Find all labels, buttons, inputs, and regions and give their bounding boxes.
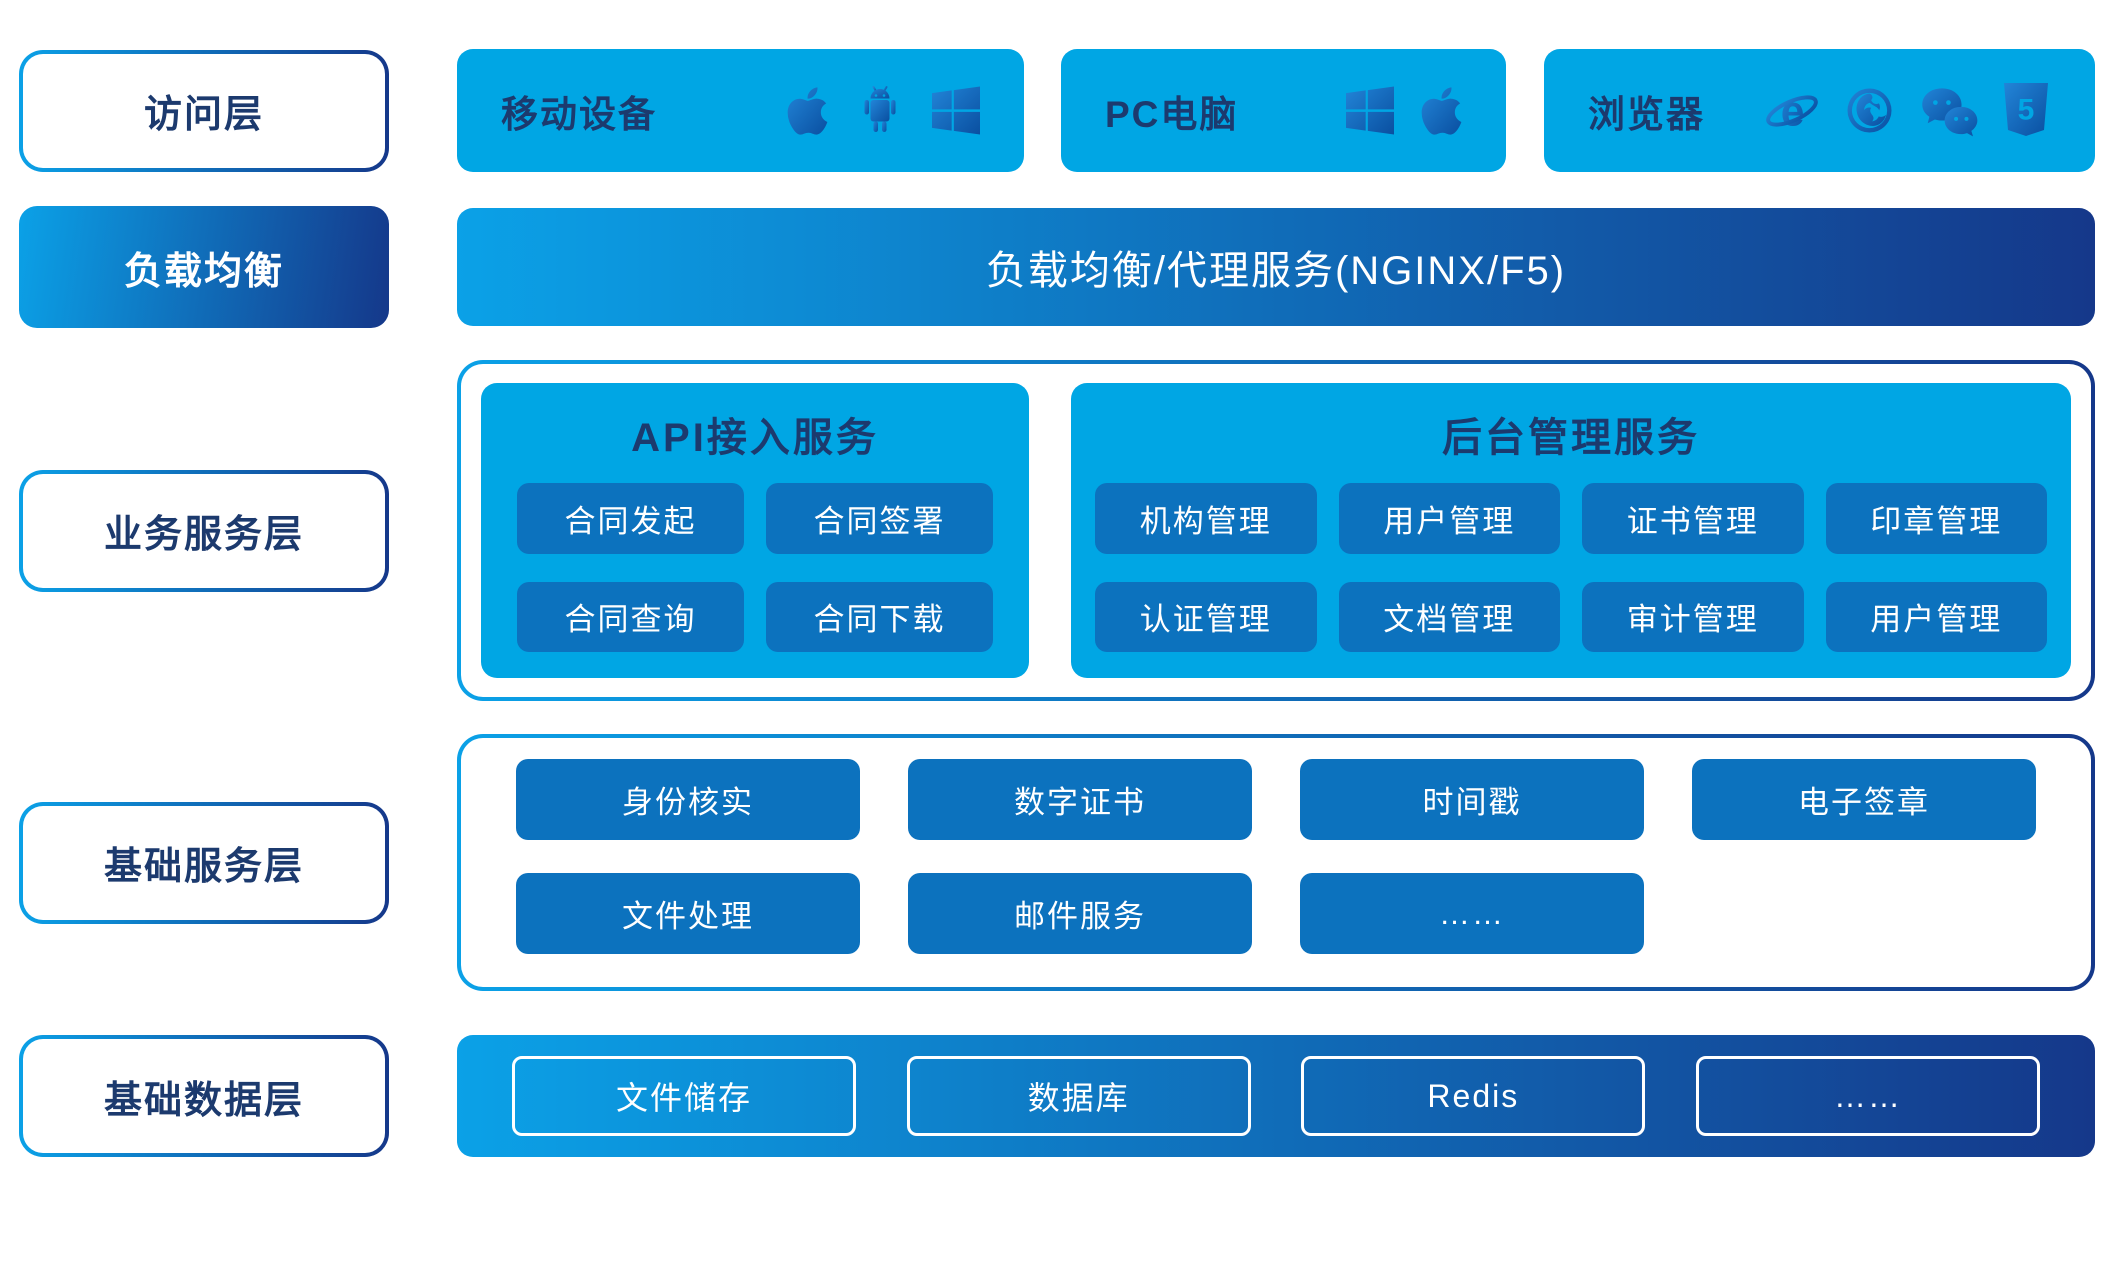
service-button: 文件处理: [516, 873, 860, 954]
basic-data-row: 基础数据层 文件储存 数据库 Redis ……: [19, 1035, 2095, 1157]
access-layer-label: 访问层: [143, 94, 264, 136]
mobile-device-box: 移动设备: [457, 49, 1024, 172]
data-store-box: Redis: [1301, 1056, 1646, 1136]
service-button: ……: [1300, 873, 1644, 954]
pc-icons: [1346, 83, 1462, 138]
architecture-diagram: 访问层 移动设备: [0, 49, 2108, 1261]
android-icon: [855, 83, 905, 138]
business-layer-label: 业务服务层: [103, 514, 304, 556]
data-store-box: 文件储存: [512, 1056, 856, 1136]
basic-data-label-box: 基础数据层: [19, 1035, 389, 1157]
basic-service-row: 基础服务层 身份核实 数字证书 时间戳 电子签章 文件处理 邮件服务 ……: [19, 734, 2095, 991]
browser-label: 浏览器: [1588, 93, 1705, 135]
access-layer-row: 访问层 移动设备: [19, 49, 2095, 172]
service-button: 合同查询: [517, 581, 744, 652]
browser-box: 浏览器 e: [1544, 49, 2095, 172]
api-service-title: API接入服务: [631, 416, 879, 460]
ie-icon: e: [1764, 83, 1820, 139]
basic-service-label: 基础服务层: [103, 846, 304, 888]
browser-icons: e: [1764, 82, 2051, 139]
business-layer-row: 业务服务层 API接入服务 合同发起 合同签署 合同查询 合同下载: [19, 360, 2095, 701]
service-button: 时间戳: [1300, 759, 1644, 840]
wechat-icon: [1919, 85, 1979, 137]
mobile-device-label: 移动设备: [501, 93, 657, 135]
service-button: 电子签章: [1692, 759, 2036, 840]
service-button: 合同签署: [766, 483, 993, 554]
basic-data-label: 基础数据层: [103, 1079, 304, 1122]
basic-service-label-box: 基础服务层: [19, 801, 389, 924]
load-balance-label-box: 负载均衡: [19, 206, 389, 328]
service-button: 印章管理: [1825, 483, 2047, 554]
service-button: 用户管理: [1825, 581, 2047, 652]
service-button: 证书管理: [1582, 483, 1804, 554]
access-layer-label-box: 访问层: [19, 49, 389, 172]
service-button: 文档管理: [1338, 581, 1560, 652]
service-button: 数字证书: [908, 759, 1252, 840]
data-store-box: 数据库: [906, 1056, 1251, 1136]
load-balance-bar-text: 负载均衡/代理服务(NGINX/F5): [985, 249, 1567, 293]
service-button: 邮件服务: [908, 873, 1252, 954]
pc-box: PC电脑: [1061, 49, 1506, 172]
svg-text:5: 5: [2018, 93, 2035, 126]
data-store-box: ……: [1695, 1056, 2040, 1136]
service-button: 合同下载: [766, 581, 993, 652]
service-button: 身份核实: [516, 759, 860, 840]
html5-icon: 5: [2001, 82, 2051, 139]
service-button: 认证管理: [1095, 581, 1317, 652]
admin-service-title: 后台管理服务: [1442, 416, 1700, 460]
windows-icon: [1346, 83, 1394, 138]
basic-service-container: 身份核实 数字证书 时间戳 电子签章 文件处理 邮件服务 ……: [457, 734, 2095, 991]
svg-text:e: e: [1781, 87, 1805, 135]
basic-data-bar: 文件储存 数据库 Redis ……: [457, 1035, 2095, 1157]
service-button: 机构管理: [1095, 483, 1317, 554]
apple-icon: [787, 84, 828, 138]
windows-icon: [932, 83, 980, 138]
business-container: API接入服务 合同发起 合同签署 合同查询 合同下载 后台管理服务 机构管理 …: [457, 360, 2095, 701]
service-button: 合同发起: [517, 483, 744, 554]
apple-icon: [1421, 84, 1462, 138]
pc-label: PC电脑: [1105, 93, 1239, 135]
mobile-device-icons: [787, 83, 980, 138]
load-balance-label: 负载均衡: [123, 250, 284, 293]
firefox-icon: [1842, 83, 1897, 138]
load-balance-row: 负载均衡 负载均衡/代理服务(NGINX/F5): [19, 206, 2095, 328]
load-balance-bar: 负载均衡/代理服务(NGINX/F5): [457, 208, 2095, 326]
admin-service-panel: 后台管理服务 机构管理 用户管理 证书管理 印章管理 认证管理 文档管理 审计管…: [1071, 383, 2071, 678]
service-button: 审计管理: [1582, 581, 1804, 652]
service-button: 用户管理: [1338, 483, 1560, 554]
api-service-panel: API接入服务 合同发起 合同签署 合同查询 合同下载: [481, 383, 1029, 678]
business-layer-label-box: 业务服务层: [19, 469, 389, 592]
